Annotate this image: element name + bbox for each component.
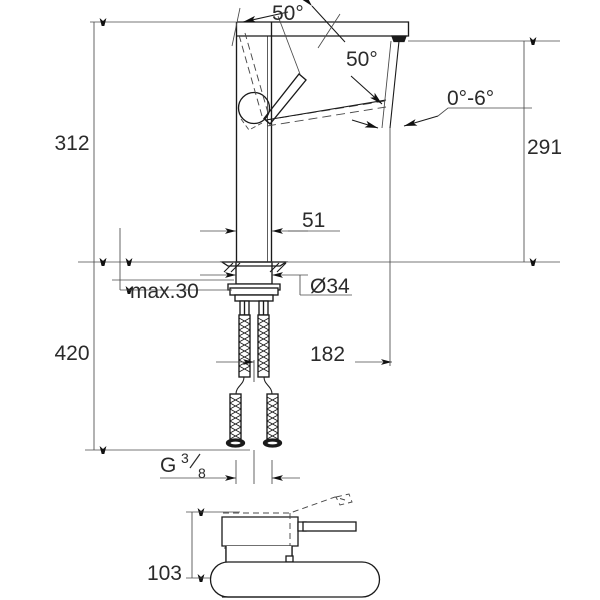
spout-swivel-ray	[265, 99, 387, 121]
mounting-studs	[239, 300, 269, 316]
flexible-hose-lower-right	[262, 393, 283, 448]
label-182: 182	[310, 343, 345, 366]
label-thread-g38: G 3 8	[160, 450, 206, 481]
leader-50a-left	[242, 11, 289, 23]
label-thread-numerator: 3	[181, 450, 189, 466]
label-51: 51	[302, 209, 325, 232]
lever-ghost-up	[238, 32, 269, 117]
ext-50a-left	[231, 7, 241, 47]
dimension-lines	[78, 22, 560, 578]
label-angle-aerator-tilt: 0°-6°	[447, 87, 494, 110]
label-thread-g: G	[160, 454, 176, 477]
aerator-reference-line	[381, 40, 400, 129]
lever-handle	[263, 73, 307, 125]
label-angle-lever-swing: 50°	[272, 2, 304, 25]
dimension-labels: 312 420 291 51 Ø34 max.30 182 103 50° 50…	[54, 2, 562, 585]
label-291: 291	[527, 136, 562, 159]
ext-50a-right	[317, 13, 341, 49]
top-plan-view	[209, 493, 381, 598]
label-420: 420	[54, 342, 89, 365]
label-312: 312	[54, 132, 89, 155]
label-thread-denominator: 8	[198, 465, 206, 481]
label-d34: Ø34	[310, 275, 350, 298]
plan-base-plate	[209, 561, 381, 598]
plan-lever-block	[221, 516, 299, 547]
leader-0-6-right	[403, 115, 439, 127]
label-103: 103	[147, 562, 182, 585]
leader-50b	[350, 75, 383, 105]
lever-pivot-hub	[237, 91, 271, 131]
plan-lever-arm	[302, 521, 357, 532]
ext-50a-mid	[277, 15, 301, 75]
angle-leaders	[231, 0, 532, 129]
faucet-spout-arm	[236, 21, 410, 43]
flexible-hose-upper-right	[257, 314, 270, 378]
faucet-column	[235, 22, 273, 262]
counter-hatch-marks	[223, 262, 287, 273]
label-max30: max.30	[130, 280, 199, 303]
label-angle-spout-swivel: 50°	[346, 48, 378, 71]
leader-50a-right	[300, 0, 346, 43]
leader-0-6-elbow	[437, 107, 532, 117]
flexible-hose-lower-left	[225, 393, 246, 448]
leader-0-6-left	[351, 119, 379, 129]
flexible-hose-upper-left	[238, 314, 251, 378]
hose-break-transition	[235, 360, 273, 395]
front-elevation-view	[219, 21, 410, 448]
